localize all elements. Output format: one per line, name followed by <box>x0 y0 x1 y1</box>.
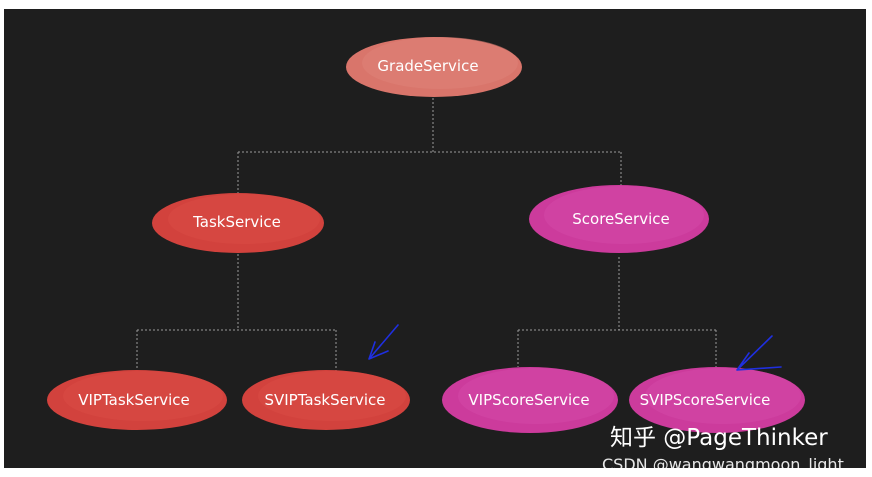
node-label-sviptaskservice: SVIPTaskService <box>264 391 385 409</box>
node-label-viptaskservice: VIPTaskService <box>78 391 190 409</box>
annotation-arrows <box>368 324 782 371</box>
connectors <box>136 94 717 375</box>
node-gradeservice: GradeService <box>346 37 522 97</box>
node-label-svipscoreservice: SVIPScoreService <box>640 391 771 409</box>
connector-taskservice-to-children <box>136 254 337 375</box>
watermark-csdn: CSDN @wangwangmoon_light <box>602 455 844 469</box>
node-viptaskservice: VIPTaskService <box>47 370 227 430</box>
node-label-taskservice: TaskService <box>192 213 281 231</box>
connector-scoreservice-to-children <box>517 257 717 372</box>
node-vipscoreservice: VIPScoreService <box>442 367 618 433</box>
node-svipscoreservice: SVIPScoreService <box>629 367 805 433</box>
connector-root-to-level1 <box>237 94 622 204</box>
watermark-zhihu: 知乎 @PageThinker <box>610 425 828 451</box>
node-sviptaskservice: SVIPTaskService <box>242 370 410 430</box>
node-scoreservice: ScoreService <box>529 185 709 253</box>
node-taskservice: TaskService <box>152 193 324 253</box>
node-label-vipscoreservice: VIPScoreService <box>468 391 589 409</box>
tree-diagram: GradeService TaskService ScoreService VI… <box>47 37 805 433</box>
node-label-scoreservice: ScoreService <box>572 210 669 228</box>
arrow-icon-svipscoreservice <box>736 335 782 371</box>
arrow-icon-sviptaskservice <box>368 324 399 360</box>
diagram-canvas: GradeService TaskService ScoreService VI… <box>4 9 866 468</box>
node-label-gradeservice: GradeService <box>377 57 478 75</box>
